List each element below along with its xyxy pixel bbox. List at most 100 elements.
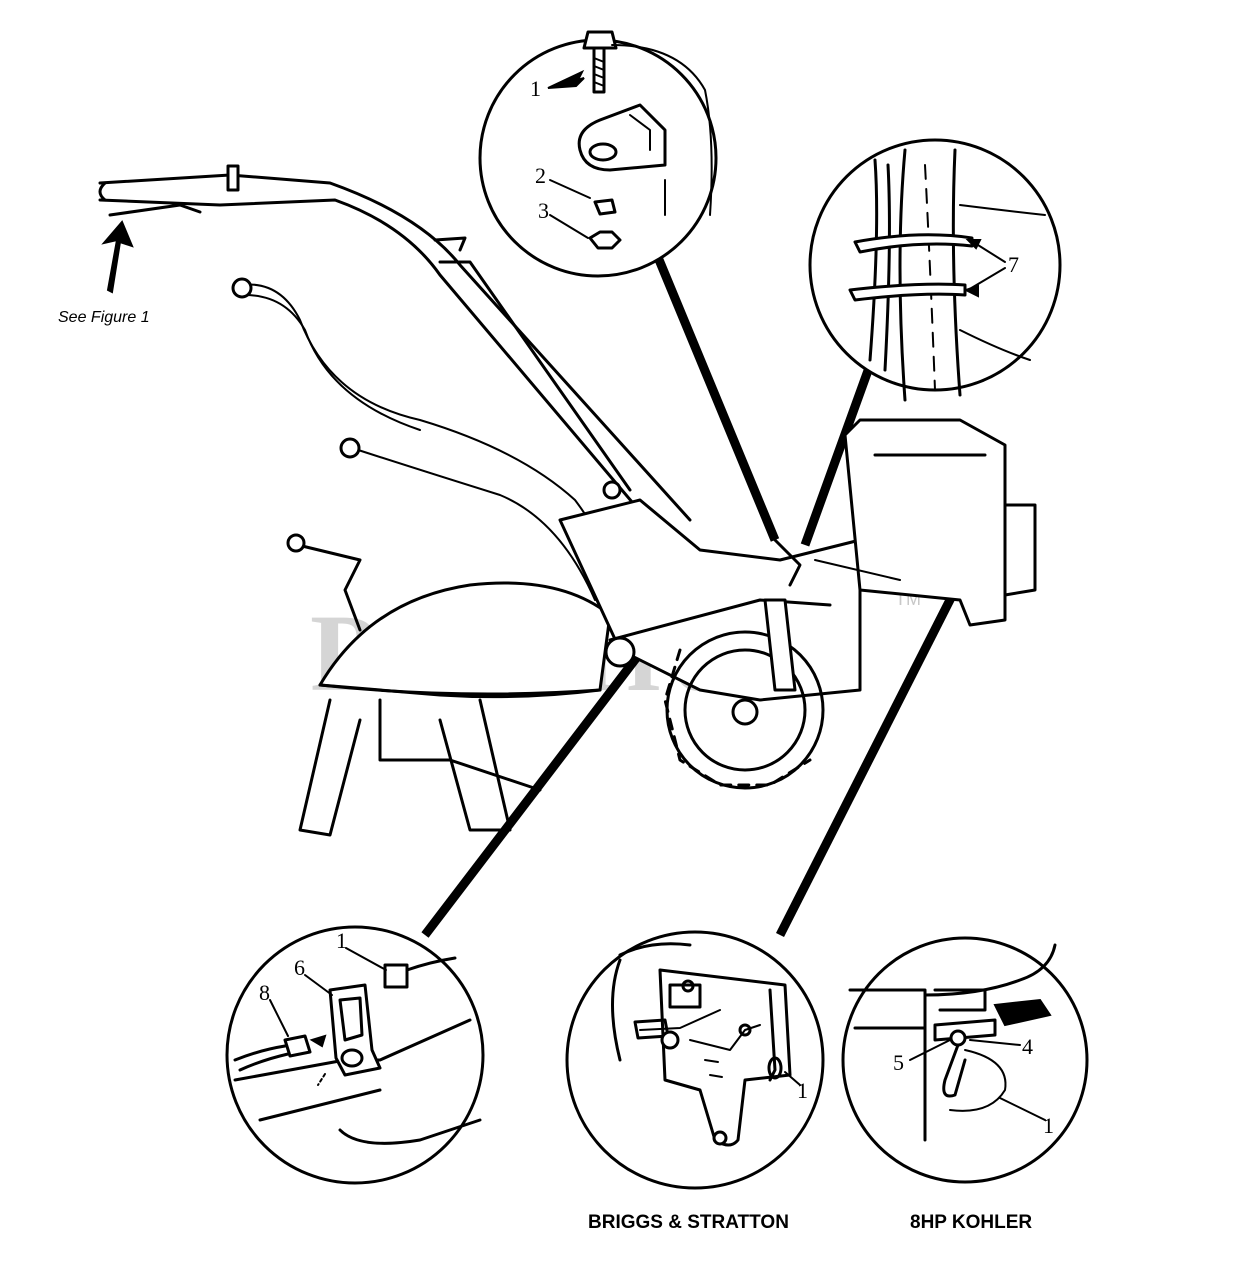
connector-wire-b xyxy=(238,1052,290,1072)
detail-circle-kohler: 5 4 1 xyxy=(841,936,1089,1184)
callout-line-5 xyxy=(909,1039,951,1061)
handlebar-lower xyxy=(98,198,662,537)
tine-shield-edge xyxy=(318,683,602,696)
kohler-tank-curve xyxy=(923,943,1057,997)
callout-line-1-left xyxy=(345,947,387,971)
callout-1: 1 xyxy=(530,76,541,101)
arrow-up-icon xyxy=(101,220,134,294)
wire-cable-b xyxy=(883,163,891,372)
callout-line-1-kohler xyxy=(999,1097,1046,1121)
callout-line-8 xyxy=(269,999,289,1037)
control-plate xyxy=(658,968,792,1147)
connector xyxy=(283,1034,312,1058)
leader-wire-detail xyxy=(800,363,875,547)
leader-top-detail xyxy=(650,248,780,542)
switch-knob xyxy=(681,979,695,993)
callout-6: 6 xyxy=(294,955,305,980)
handlebar-upper xyxy=(98,173,692,522)
kohler-loop xyxy=(949,1049,1007,1112)
detail-circle-bolt: 1 2 3 xyxy=(478,30,718,278)
callout-arrow-7b xyxy=(963,284,979,298)
wire-tie-lower xyxy=(848,282,967,302)
see-figure-label: See Figure 1 xyxy=(58,309,150,326)
callout-8: 8 xyxy=(259,980,270,1005)
callout-arrow-7a xyxy=(965,239,982,250)
switch-bolt xyxy=(340,1048,364,1068)
depth-bar-knob xyxy=(286,533,306,553)
callout-2: 2 xyxy=(535,163,546,188)
handle-lever xyxy=(108,203,202,217)
cable-end-mid xyxy=(339,437,361,459)
tine-right xyxy=(438,698,512,832)
tank-outline xyxy=(618,942,692,957)
detail-circle-wire-ties: 7 xyxy=(808,138,1062,402)
handle-brace-rail xyxy=(438,260,632,492)
plate-hole-bottom xyxy=(712,1130,728,1146)
tank-side xyxy=(611,958,622,1062)
caption-briggs: BRIGGS & STRATTON xyxy=(588,1212,789,1233)
handle-brace-upper xyxy=(433,236,467,252)
connector-arrow xyxy=(309,1034,327,1048)
tine-left xyxy=(298,698,362,837)
leader-left-detail xyxy=(421,637,654,938)
kohler-lead xyxy=(942,1043,967,1098)
switch-body xyxy=(383,963,409,989)
hex-nut xyxy=(588,230,622,250)
callout-1-briggs: 1 xyxy=(797,1078,808,1103)
linkage-bolt xyxy=(738,1023,752,1037)
wire-cable-right-lower xyxy=(959,329,1031,361)
bracket xyxy=(577,103,667,172)
tine-shield xyxy=(318,581,612,699)
linkage-wire xyxy=(689,1024,761,1051)
bracket-ridge xyxy=(629,114,651,151)
bracket-hole xyxy=(588,142,618,162)
cable-end-upper xyxy=(231,277,253,299)
control-cable-upper-2 xyxy=(244,294,421,431)
wheel-inner xyxy=(683,648,807,772)
depth-bar xyxy=(296,543,362,632)
detail-circle-wire-ties-border xyxy=(808,138,1062,392)
switch-bracket xyxy=(328,983,382,1077)
tube-texture xyxy=(924,164,936,391)
detail-cable xyxy=(611,44,713,216)
switch-wire xyxy=(405,956,457,972)
control-cable-upper xyxy=(239,283,631,621)
kohler-plate xyxy=(933,1018,997,1042)
kohler-connector xyxy=(993,998,1052,1027)
wire-lead xyxy=(814,559,901,581)
kohler-bracket xyxy=(933,988,987,1012)
callout-line-6 xyxy=(304,974,333,996)
kohler-terminal xyxy=(949,1029,967,1047)
bolt-thread xyxy=(593,57,605,87)
callout-1-kohler: 1 xyxy=(1043,1113,1054,1138)
connector-guide xyxy=(317,1073,326,1086)
wheel-tread xyxy=(663,648,812,787)
throttle-knob xyxy=(602,480,622,500)
handle-clamp xyxy=(226,164,240,192)
callout-line-1-briggs xyxy=(784,1071,801,1086)
detail-circle-switch: 1 6 8 xyxy=(225,925,485,1185)
wire-cable-right xyxy=(959,204,1046,216)
bolt-head xyxy=(582,30,618,50)
engine-side xyxy=(1003,503,1037,597)
caption-kohler: 8HP KOHLER xyxy=(910,1212,1032,1233)
tube-right xyxy=(951,148,962,397)
wheel-hub xyxy=(731,698,759,726)
switch-bracket-slot xyxy=(338,996,364,1042)
callout-5: 5 xyxy=(893,1050,904,1075)
callout-4: 4 xyxy=(1022,1034,1033,1059)
ground-loop xyxy=(767,1056,783,1080)
rail-bottom xyxy=(338,1118,482,1145)
callout-1-left: 1 xyxy=(336,928,347,953)
see-figure-note: See Figure 1 xyxy=(58,220,150,326)
callout-7: 7 xyxy=(1008,252,1019,277)
spring-assembly xyxy=(768,533,802,587)
callout-line-4 xyxy=(969,1039,1021,1046)
wire-tie-upper xyxy=(853,233,974,254)
rail-middle xyxy=(258,1088,382,1122)
linkage-lever xyxy=(763,598,797,692)
callout-arrow-1 xyxy=(547,69,585,89)
plate-marks xyxy=(704,1059,723,1078)
throttle-pivot xyxy=(660,1030,680,1050)
